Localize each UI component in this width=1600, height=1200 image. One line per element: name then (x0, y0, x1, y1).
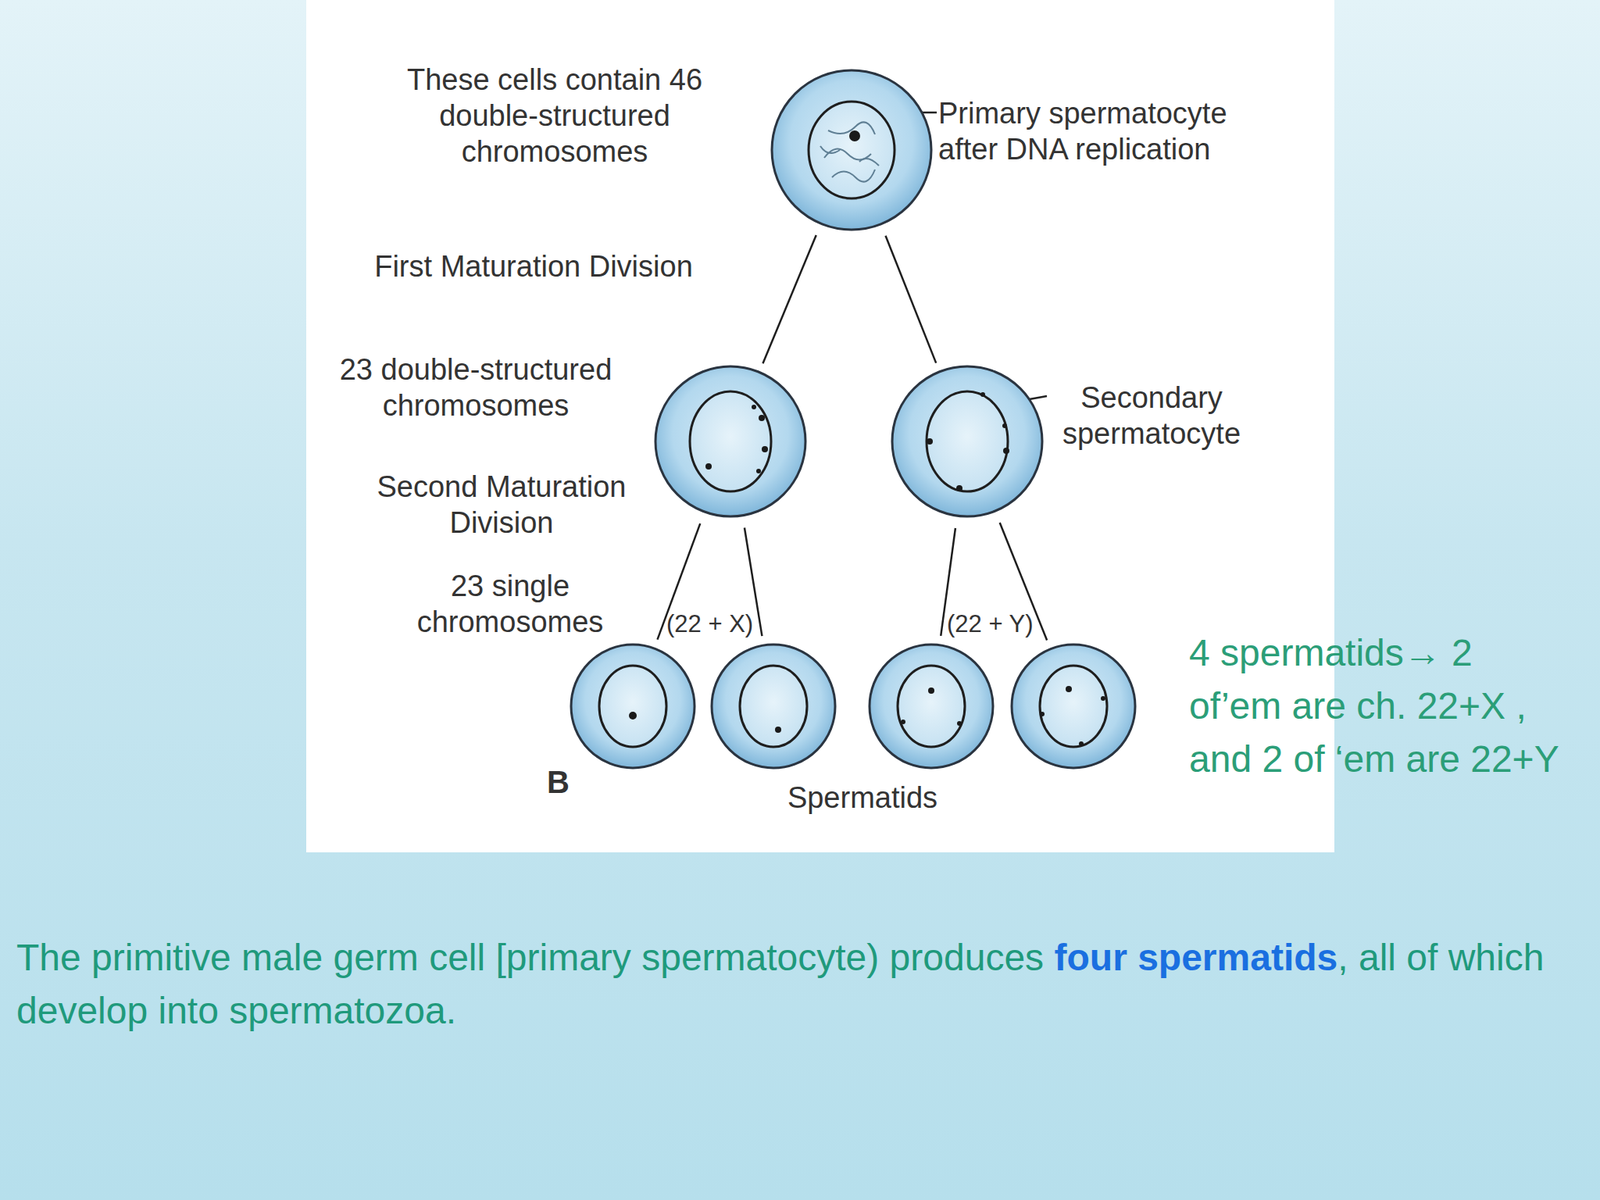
chromatin-thread (859, 158, 879, 166)
chromatin-thread (832, 169, 875, 183)
chromatin-thread (820, 146, 840, 154)
diagram-label: Spermatids (737, 779, 988, 816)
caption-text: The primitive male germ cell [primary sp… (16, 936, 1044, 979)
cell-label: Secondary spermatocyte (1042, 379, 1261, 452)
caption-text: four spermatids (1054, 936, 1339, 979)
diagram-label: (22 + X) (666, 606, 792, 643)
cell-membrane (892, 366, 1043, 517)
caption-paragraph: The primitive male germ cell [primary sp… (16, 931, 1597, 1038)
chromosome-dot (1100, 696, 1106, 701)
chromosome-dot (628, 711, 637, 720)
cell-membrane (655, 366, 806, 517)
cell-label: Primary spermatocyte after DNA replicati… (938, 95, 1283, 168)
cell-node (653, 364, 808, 518)
chromosome-dot (1002, 423, 1008, 429)
chromosome-dot (1039, 711, 1045, 717)
cell-shape (770, 68, 933, 232)
nucleus (808, 101, 895, 199)
chromosome-dot (926, 438, 933, 445)
cell-shape (653, 364, 808, 518)
split-line (885, 235, 937, 364)
cell-node: Secondary spermatocyte (890, 364, 1044, 518)
diagram-label: 23 single chromosomes (389, 567, 632, 640)
cell-shape (569, 642, 697, 770)
diagram-label: (22 + Y) (946, 606, 1072, 643)
nucleus (926, 391, 1008, 492)
chromosome-dot (751, 404, 757, 410)
connector-line (885, 235, 937, 364)
chromosome-dot (956, 485, 963, 492)
chromosome-dot (1065, 685, 1072, 693)
chromosome-dot (980, 392, 986, 397)
cell-membrane (771, 70, 932, 230)
cell-node (1010, 642, 1137, 770)
chromosome-dot (957, 721, 962, 726)
chromosome-dot (900, 719, 906, 725)
cell-shape (710, 642, 837, 770)
cell-membrane (571, 644, 695, 768)
cell-node (710, 642, 837, 770)
chromosome-dot (1003, 447, 1010, 454)
diagram-label: These cells contain 46 double-structured… (386, 61, 723, 170)
chromosome-dot (849, 130, 861, 142)
diagram-label: First Maturation Division (330, 248, 737, 285)
nucleus (739, 665, 808, 747)
nucleus (599, 665, 667, 747)
cell-node (867, 642, 995, 770)
cell-shape (890, 364, 1044, 518)
chromosome-dot (758, 414, 765, 422)
cell-membrane (1011, 644, 1136, 768)
chromosome-dot (928, 687, 935, 694)
chromosome-dot (775, 726, 782, 733)
chromosome-dot (1078, 741, 1084, 747)
cell-shape (1010, 642, 1137, 770)
split-line (762, 235, 816, 364)
nucleus (689, 391, 772, 492)
connector-line (762, 235, 816, 364)
panel-letter: B (546, 764, 594, 800)
cell-node: Primary spermatocyte after DNA replicati… (770, 68, 933, 232)
nucleus (897, 665, 965, 747)
annotation-note: 4 spermatids→ 2 of’em are ch. 22+X , and… (1189, 626, 1568, 786)
diagram-label: 23 double-structured chromosomes (307, 351, 644, 424)
cell-membrane (869, 644, 993, 768)
cell-membrane (711, 644, 836, 768)
chromosome-dot (756, 468, 761, 474)
cell-shape (867, 642, 995, 770)
nucleus (1039, 665, 1108, 747)
diagram-label: Second Maturation Division (349, 468, 654, 541)
chromosome-dot (761, 446, 768, 453)
cell-node (569, 642, 697, 770)
chromosome-dot (705, 463, 712, 470)
